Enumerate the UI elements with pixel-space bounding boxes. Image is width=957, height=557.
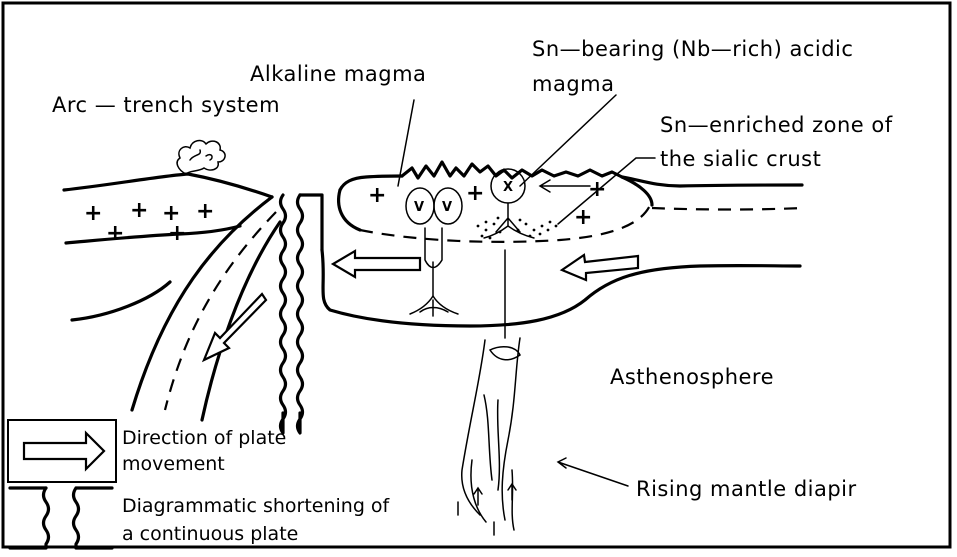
v-symbol: V: [442, 200, 452, 215]
x-symbol: X: [503, 180, 513, 195]
label-asthenosphere: Asthenosphere: [610, 365, 774, 389]
trench-wavy-line-2: [298, 195, 303, 433]
plus-sign: +: [84, 201, 102, 226]
label-alkaline-magma: Alkaline magma: [250, 62, 426, 86]
plate-arrow-slab: [204, 294, 266, 360]
label-sn-enriched-2: the sialic crust: [660, 147, 821, 171]
label-sn-enriched-1: Sn—enriched zone of: [660, 113, 893, 137]
volcano-plume: [177, 141, 225, 174]
magma-chamber-outline: [339, 190, 360, 230]
leader-sn-bearing-arrow: [540, 180, 590, 192]
legend-direction-2: movement: [122, 453, 225, 475]
subducting-slab-upper: [132, 197, 272, 410]
legend-shortening-1: Diagrammatic shortening of: [122, 495, 391, 517]
arc-plate-top: [64, 174, 272, 197]
plus-sign: +: [466, 181, 484, 206]
label-rising-diapir: Rising mantle diapir: [636, 477, 857, 501]
plate-arrow-left: [333, 251, 420, 277]
v-symbol: V: [414, 200, 424, 215]
lithosphere-base-left: [72, 282, 170, 320]
plus-sign: +: [368, 183, 386, 208]
legend: Direction of plate movement Diagrammatic…: [8, 420, 391, 548]
continental-surface-right: [622, 177, 802, 186]
diapir-flow-arrows: [458, 484, 516, 535]
legend-shortening-icon: [10, 488, 112, 548]
label-arc-trench: Arc — trench system: [52, 93, 280, 117]
legend-shortening-2: a continuous plate: [122, 523, 298, 545]
leader-diapir: [558, 458, 628, 486]
plus-sign: +: [574, 205, 592, 230]
plus-sign: +: [106, 221, 124, 246]
plus-sign: +: [196, 199, 214, 224]
volcano-plume-inner: [190, 150, 212, 160]
sn-feeder-stem: [484, 203, 534, 238]
legend-direction-1: Direction of plate: [122, 427, 286, 449]
trench-wavy-line-1: [281, 195, 286, 433]
legend-arrow-icon: [24, 433, 104, 469]
plus-sign: +: [168, 221, 186, 246]
plus-sign: +: [130, 198, 148, 223]
label-sn-bearing-2: magma: [532, 72, 614, 96]
arc-plate-lower-boundary: [66, 226, 240, 243]
alkaline-feeder-root: [410, 296, 458, 316]
label-sn-bearing-1: Sn—bearing (Nb—rich) acidic: [532, 37, 853, 61]
